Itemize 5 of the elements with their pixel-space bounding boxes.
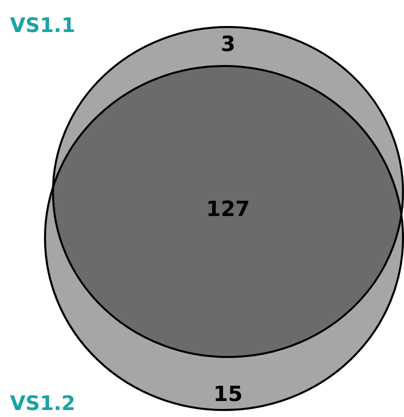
count-label: 15 [213, 383, 243, 405]
count-label: 3 [220, 33, 236, 55]
set-label: VS1.2 [10, 392, 76, 414]
set-label: VS1.1 [10, 14, 76, 36]
count-label: 127 [206, 198, 250, 220]
